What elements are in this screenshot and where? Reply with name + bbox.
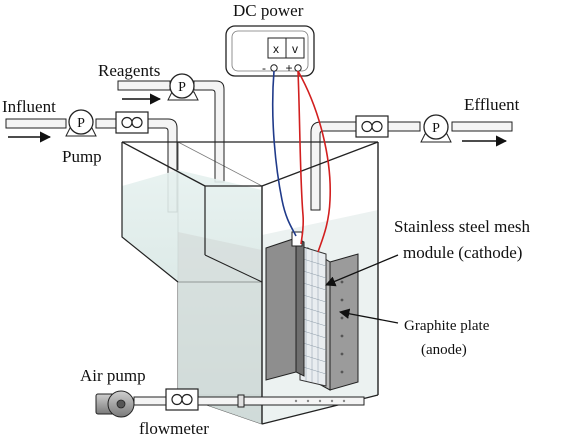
air-flowmeter-icon xyxy=(165,388,199,411)
air-pump-icon xyxy=(95,390,135,418)
reagent-pump-icon: P xyxy=(167,73,199,101)
minus-sign: - xyxy=(262,61,266,75)
reagent-pump-letter: P xyxy=(178,80,186,95)
cathode-label-line1: Stainless steel mesh xyxy=(394,217,530,236)
influent-flowmeter-icon xyxy=(115,111,149,134)
anode-label-line2: (anode) xyxy=(421,342,467,358)
flowmeter-label: flowmeter xyxy=(139,419,209,436)
reagents-label: Reagents xyxy=(98,61,160,80)
pump-label: Pump xyxy=(62,147,102,166)
cathode-label-line2: module (cathode) xyxy=(403,243,522,262)
electrode-module xyxy=(265,231,359,391)
air-line xyxy=(95,388,365,418)
display-x-text: x xyxy=(273,42,279,56)
effluent-line: P xyxy=(310,114,513,211)
influent-pump-letter: P xyxy=(77,116,85,131)
effluent-pump-letter: P xyxy=(432,121,440,136)
effluent-pump-icon: P xyxy=(420,114,452,143)
negative-terminal-icon xyxy=(270,64,278,72)
dc-power-supply: x v - + xyxy=(225,25,315,77)
effluent-label: Effluent xyxy=(464,95,520,114)
dc-power-label: DC power xyxy=(233,1,304,20)
wires xyxy=(271,70,332,253)
influent-line: P xyxy=(5,109,178,213)
influent-label: Influent xyxy=(2,97,56,116)
plus-sign: + xyxy=(285,61,292,75)
anode-label-line1: Graphite plate xyxy=(404,318,490,334)
effluent-flowmeter-icon xyxy=(355,115,389,138)
cathode-pointer-arrow xyxy=(325,254,399,287)
positive-terminal-icon xyxy=(294,64,302,72)
air-pump-label: Air pump xyxy=(80,366,146,385)
influent-pump-icon: P xyxy=(65,109,97,137)
anode-pointer-arrow xyxy=(338,308,399,324)
display-v-text: v xyxy=(292,42,298,56)
